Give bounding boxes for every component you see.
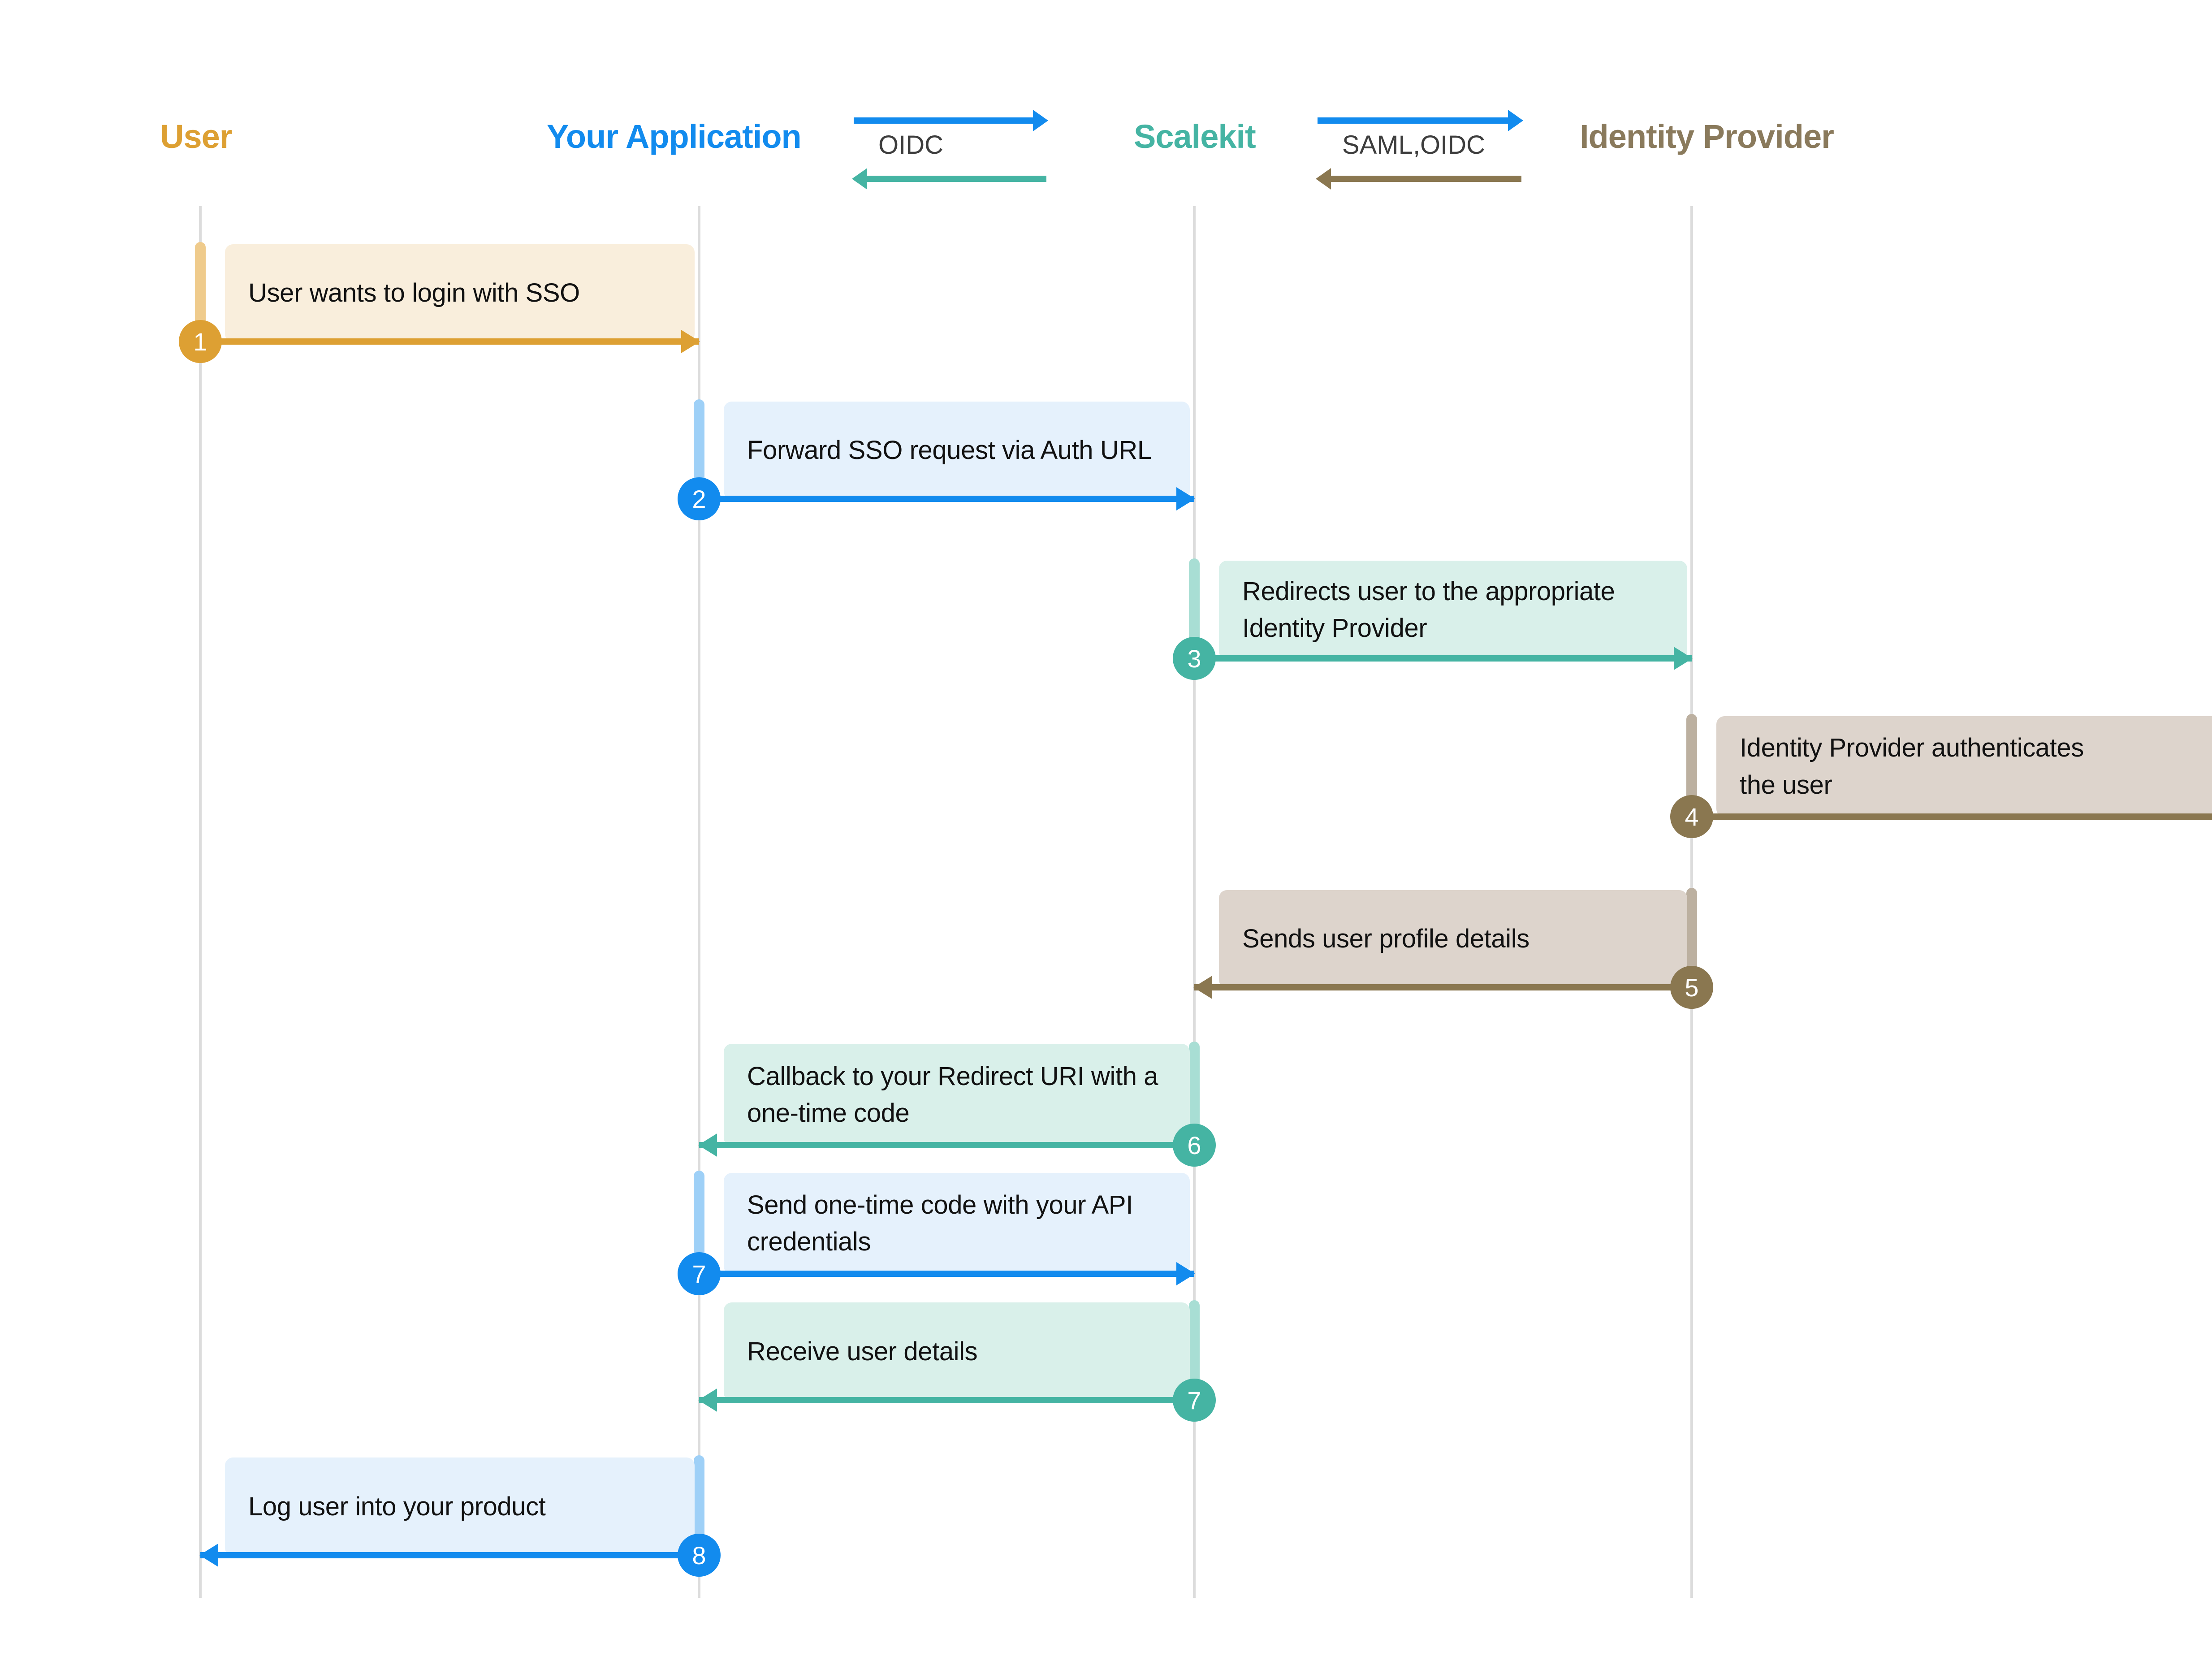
- activation-bar-2: [694, 399, 704, 493]
- actor-label-scalekit: Scalekit: [1134, 118, 1256, 155]
- step-badge-6: 6: [1173, 1124, 1216, 1167]
- legend-arrow-shaft: [865, 176, 1046, 182]
- message-arrow-1: [200, 330, 700, 353]
- step-badge-9: 8: [678, 1534, 721, 1577]
- step-badge-8: 7: [1173, 1379, 1216, 1422]
- message-arrow-shaft: [1692, 813, 2212, 820]
- legend-arrow-shaft: [1318, 117, 1510, 124]
- message-arrow-9: [199, 1544, 699, 1567]
- message-arrow-6: [698, 1133, 1194, 1157]
- activation-bar-5: [1686, 888, 1697, 981]
- step-badge-2: 2: [678, 477, 721, 520]
- message-arrow-shaft: [699, 496, 1194, 502]
- legend-arrow-shaft: [854, 117, 1035, 124]
- arrowhead-left-icon: [1193, 976, 1212, 999]
- message-text-8: Receive user details: [747, 1336, 978, 1366]
- message-arrow-8: [698, 1388, 1194, 1412]
- activation-bar-4: [1686, 714, 1697, 810]
- message-arrow-3: [1194, 647, 1693, 670]
- arrowhead-right-icon: [681, 330, 700, 353]
- legend-arrowhead-left-icon: [1316, 168, 1331, 190]
- arrowhead-right-icon: [1674, 647, 1693, 670]
- step-badge-5: 5: [1670, 966, 1713, 1009]
- activation-bar-7: [694, 1171, 704, 1267]
- lifeline-scalekit: [1193, 206, 1196, 1598]
- message-arrow-7: [699, 1262, 1195, 1285]
- message-box-5: Sends user profile details: [1219, 890, 1687, 988]
- message-text-2: Forward SSO request via Auth URL: [747, 435, 1152, 465]
- message-text-3: Redirects user to the appropriate Identi…: [1242, 576, 1615, 643]
- message-arrow-shaft: [1194, 655, 1692, 662]
- message-box-2: Forward SSO request via Auth URL: [724, 402, 1190, 499]
- message-arrow-shaft: [699, 1142, 1194, 1148]
- lifeline-app: [698, 206, 700, 1598]
- message-box-7: Send one-time code with your API credent…: [724, 1173, 1190, 1274]
- message-box-8: Receive user details: [724, 1302, 1190, 1401]
- arrowhead-right-icon: [1176, 487, 1195, 510]
- message-text-7: Send one-time code with your API credent…: [747, 1190, 1133, 1256]
- message-text-9: Log user into your product: [248, 1492, 546, 1521]
- message-arrow-shaft: [200, 1552, 699, 1558]
- legend-label-saml-oidc: SAML,OIDC: [1342, 130, 1486, 160]
- legend-label-oidc: OIDC: [878, 130, 943, 160]
- lifeline-user: [199, 206, 202, 1598]
- legend-arrowhead-right-icon: [1033, 110, 1048, 131]
- activation-bar-1: [195, 242, 206, 335]
- message-arrow-shaft: [200, 338, 699, 345]
- message-arrow-shaft: [699, 1397, 1194, 1403]
- arrowhead-left-icon: [698, 1388, 717, 1412]
- step-badge-7: 7: [678, 1252, 721, 1295]
- legend-arrow-shaft: [1329, 176, 1521, 182]
- message-arrow-2: [699, 487, 1195, 510]
- message-box-6: Callback to your Redirect URI with a one…: [724, 1044, 1190, 1146]
- actor-label-idp: Identity Provider: [1580, 118, 1834, 155]
- arrowhead-left-icon: [199, 1544, 218, 1567]
- message-arrow-5: [1193, 976, 1692, 999]
- legend-arrowhead-left-icon: [852, 168, 867, 190]
- arrowhead-right-icon: [1176, 1262, 1195, 1285]
- actor-label-app: Your Application: [547, 118, 802, 155]
- step-badge-1: 1: [179, 320, 222, 363]
- message-box-9: Log user into your product: [225, 1457, 695, 1556]
- message-box-1: User wants to login with SSO: [225, 244, 695, 342]
- arrowhead-left-icon: [698, 1133, 717, 1157]
- step-badge-4: 4: [1670, 795, 1713, 838]
- message-text-4: Identity Provider authenticates the user: [1740, 733, 2084, 800]
- message-box-4: Identity Provider authenticates the user: [1716, 716, 2212, 817]
- message-text-1: User wants to login with SSO: [248, 278, 580, 307]
- legend-arrowhead-right-icon: [1508, 110, 1523, 131]
- message-text-6: Callback to your Redirect URI with a one…: [747, 1061, 1158, 1128]
- activation-bar-6: [1189, 1042, 1200, 1139]
- message-arrow-4: [1692, 813, 2212, 820]
- step-badge-3: 3: [1173, 637, 1216, 680]
- actor-label-user: User: [160, 118, 233, 155]
- message-text-5: Sends user profile details: [1242, 924, 1529, 953]
- message-box-3: Redirects user to the appropriate Identi…: [1219, 561, 1687, 659]
- message-arrow-shaft: [699, 1271, 1194, 1277]
- message-arrow-shaft: [1194, 984, 1692, 990]
